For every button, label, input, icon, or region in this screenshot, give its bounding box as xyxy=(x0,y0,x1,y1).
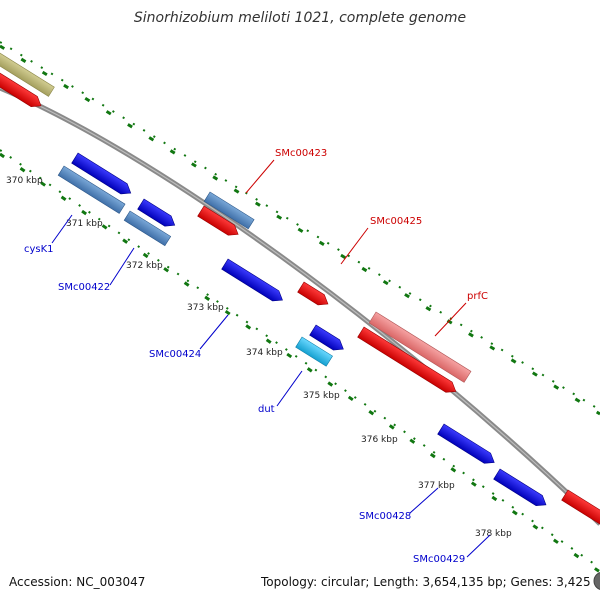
inner-ring-1 xyxy=(0,149,600,569)
gene-arrow-red-bottom xyxy=(561,489,600,527)
tick-label: 370 kbp xyxy=(6,176,43,186)
gene-label-smc00425: SMc00425 xyxy=(370,216,422,227)
cyan-feature-dut xyxy=(295,336,333,367)
gene-labels: cysK1 SMc00422 SMc00424 dut SMc00428 SMc… xyxy=(24,148,488,565)
map-title: Sinorhizobium meliloti 1021, complete ge… xyxy=(134,10,466,26)
gene-arrow-smc00425 xyxy=(297,281,329,306)
gene-label-smc00422: SMc00422 xyxy=(58,282,110,293)
olive-feature xyxy=(0,49,55,97)
dotted-tick-rings xyxy=(0,41,600,574)
outer-features xyxy=(0,49,600,527)
tick-label: 373 kbp xyxy=(187,303,224,313)
gene-label-smc00428: SMc00428 xyxy=(359,511,411,522)
gene-arrow-blue-1 xyxy=(71,152,132,195)
accession-label: Accession: NC_003047 xyxy=(9,575,145,589)
gene-arrow-blue-3 xyxy=(309,324,344,351)
gene-arrow-blue-2 xyxy=(137,198,176,227)
gene-arrow-smc00429 xyxy=(493,468,547,506)
gene-label-prfc: prfC xyxy=(467,291,488,302)
inner-ring-2 xyxy=(0,152,600,574)
tick-labels: 370 kbp 371 kbp 372 kbp 373 kbp 374 kbp … xyxy=(6,176,512,539)
gene-arrow-smc00428 xyxy=(437,423,495,464)
gene-arrow-red-top xyxy=(0,69,42,107)
tick-label: 377 kbp xyxy=(418,481,455,491)
light-blue-feature xyxy=(203,191,255,230)
light-blue-feature-cysk1 xyxy=(57,165,126,214)
gene-arrow-prfc xyxy=(357,326,457,393)
gene-arrow-smc00424 xyxy=(221,258,283,302)
pink-feature xyxy=(368,311,472,383)
outer-ring-1 xyxy=(0,44,600,416)
tick-label: 372 kbp xyxy=(126,261,163,271)
topology-label: Topology: circular; Length: 3,654,135 bp… xyxy=(260,575,591,589)
gene-label-smc00423: SMc00423 xyxy=(275,148,327,159)
gene-label-cysk1: cysK1 xyxy=(24,244,54,255)
inner-features xyxy=(57,152,547,506)
gene-label-smc00429: SMc00429 xyxy=(413,554,465,565)
light-blue-feature-smc00422 xyxy=(123,210,172,247)
label-leader-lines xyxy=(51,159,491,558)
tick-label: 378 kbp xyxy=(475,529,512,539)
gene-label-dut: dut xyxy=(258,404,275,415)
corner-control-icon[interactable] xyxy=(593,571,600,591)
tick-label: 374 kbp xyxy=(246,348,283,358)
tick-label: 371 kbp xyxy=(66,219,103,229)
gene-label-smc00424: SMc00424 xyxy=(149,349,201,360)
tick-label: 375 kbp xyxy=(303,391,340,401)
tick-label: 376 kbp xyxy=(361,435,398,445)
gene-arrow-smc00423 xyxy=(197,205,239,236)
